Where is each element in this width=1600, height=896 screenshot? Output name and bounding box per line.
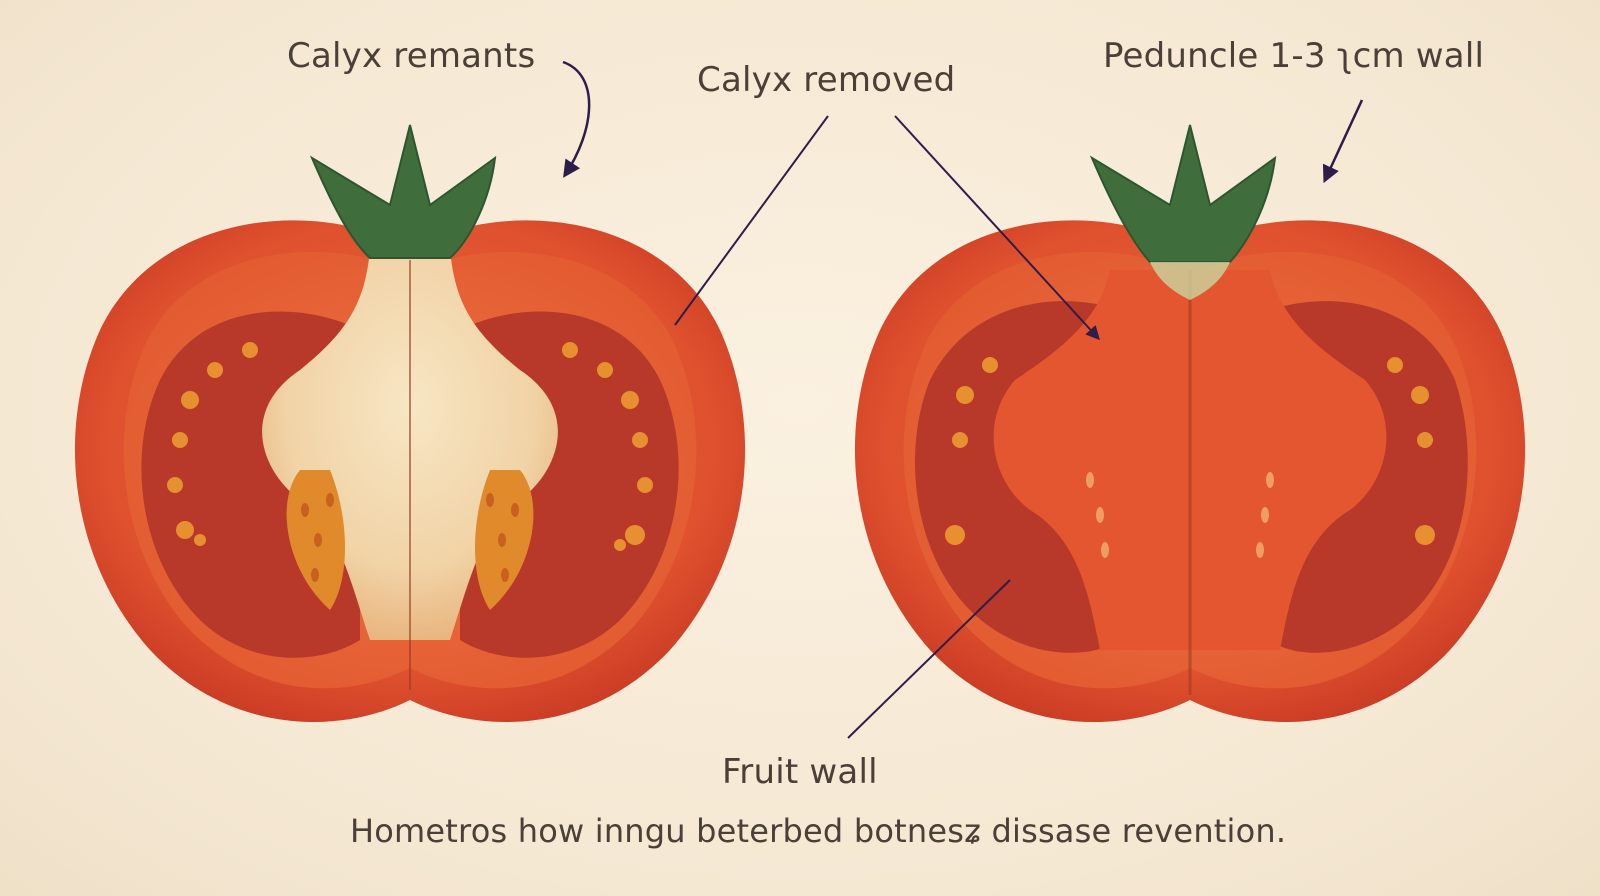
label-calyx-removed: Calyx removed — [697, 60, 956, 100]
label-fruit-wall: Fruit wall — [722, 752, 878, 792]
right-tomato-seed-edges — [1086, 472, 1274, 558]
arrow-calyx-remnants — [562, 60, 591, 178]
right-tomato-calyx-base — [1150, 262, 1230, 300]
left-tomato-seed-gel — [167, 342, 653, 551]
label-peduncle: Peduncle 1-3 ʅcm wall — [1103, 36, 1485, 76]
arrow-calyx-removed-right — [894, 115, 1100, 341]
line-calyx-removed-left — [674, 115, 829, 326]
left-tomato-calyx-icon — [309, 124, 497, 259]
right-tomato-cross-section — [854, 124, 1526, 723]
right-tomato-seed-gel — [945, 357, 1435, 545]
line-fruit-wall — [847, 579, 1011, 739]
label-calyx-remnants: Calyx remants — [287, 36, 536, 76]
left-tomato-seeds — [301, 493, 519, 582]
caption: Hometros how inngu beterbed botnesʑ diss… — [350, 812, 1287, 850]
arrow-peduncle — [1322, 99, 1364, 184]
left-tomato-cross-section — [74, 124, 746, 723]
